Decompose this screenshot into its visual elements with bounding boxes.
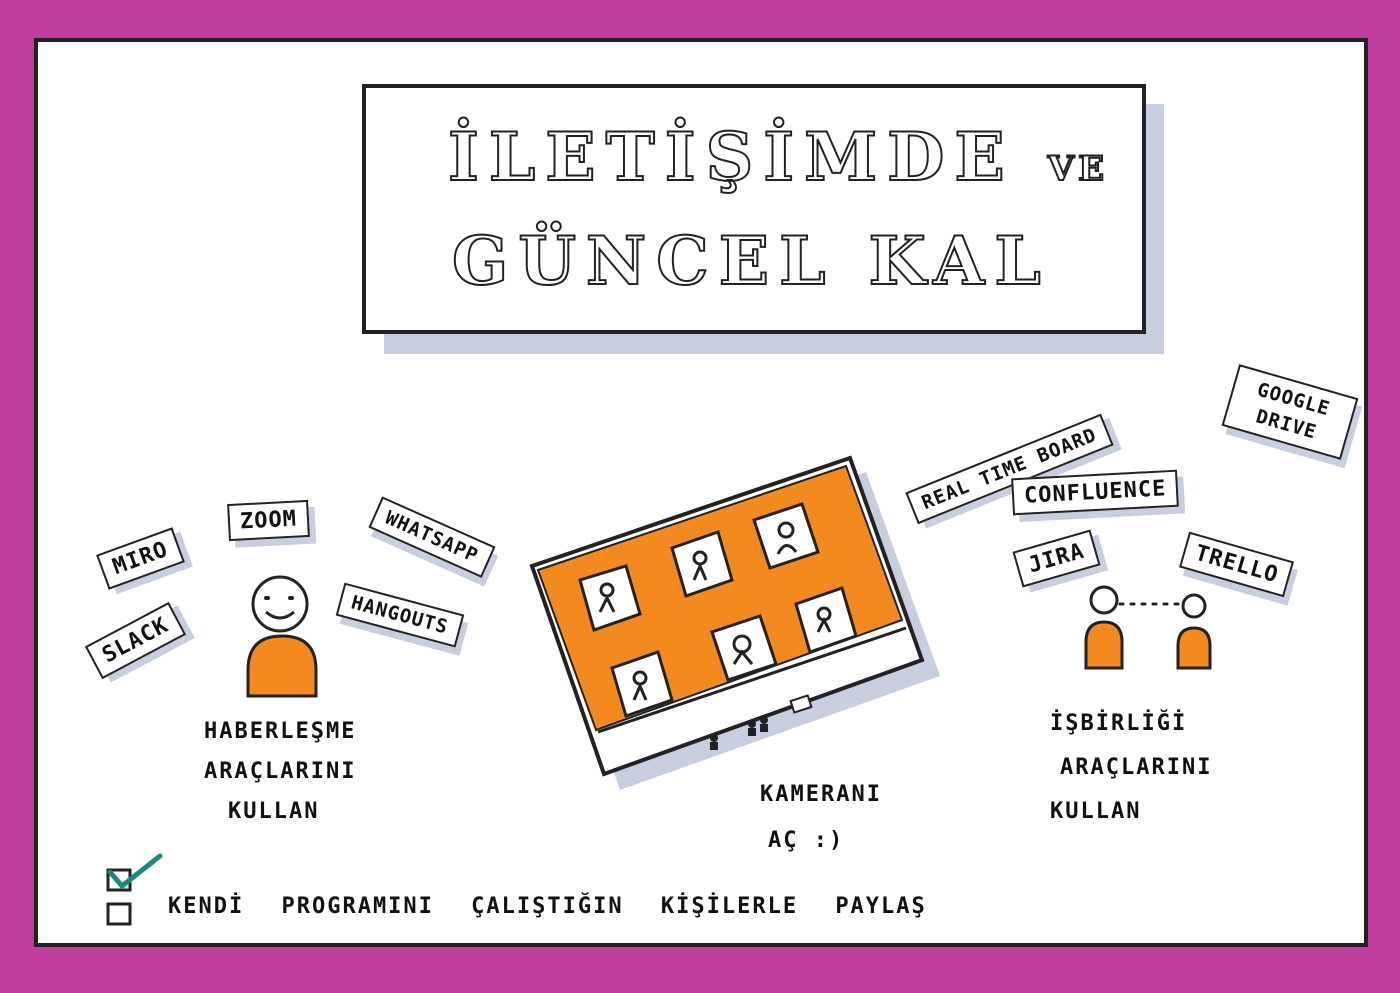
footer-note: KENDİ PROGRAMINI ÇALIŞTIĞIN KİŞİLERLE PA… bbox=[168, 894, 927, 919]
collaborators-icon bbox=[1084, 585, 1212, 670]
caption-line: ARAÇLARINI bbox=[1060, 755, 1213, 780]
camera-caption: KAMERANI AÇ :) bbox=[760, 772, 882, 864]
caption-line: HABERLEŞME bbox=[204, 719, 357, 744]
caption-line: KULLAN bbox=[1050, 799, 1142, 824]
communicator-person-icon bbox=[246, 575, 318, 698]
communication-caption: HABERLEŞME ARAÇLARINI KULLAN bbox=[204, 712, 356, 832]
title-box bbox=[362, 84, 1146, 334]
caption-line: KAMERANI bbox=[760, 782, 882, 807]
title-line-2: GÜNCEL KAL bbox=[451, 221, 1051, 301]
collaboration-caption: İŞBİRLİĞİ ARAÇLARINI KULLAN bbox=[1050, 702, 1212, 834]
title-connector: VE bbox=[1047, 148, 1108, 190]
checkbox-checked-icon bbox=[106, 853, 163, 892]
caption-line: ARAÇLARINI bbox=[204, 759, 357, 784]
tag-zoom: ZOOM bbox=[227, 499, 310, 542]
video-call-laptop-icon bbox=[529, 455, 940, 790]
caption-line: İŞBİRLİĞİ bbox=[1050, 711, 1188, 736]
caption-line: AÇ :) bbox=[768, 828, 845, 853]
caption-line: KULLAN bbox=[228, 799, 320, 824]
title-line-1: İLETİŞİMDE VE bbox=[447, 117, 1108, 197]
checkbox-empty-icon bbox=[106, 902, 132, 926]
title-main-word: İLETİŞİMDE bbox=[447, 117, 1015, 197]
